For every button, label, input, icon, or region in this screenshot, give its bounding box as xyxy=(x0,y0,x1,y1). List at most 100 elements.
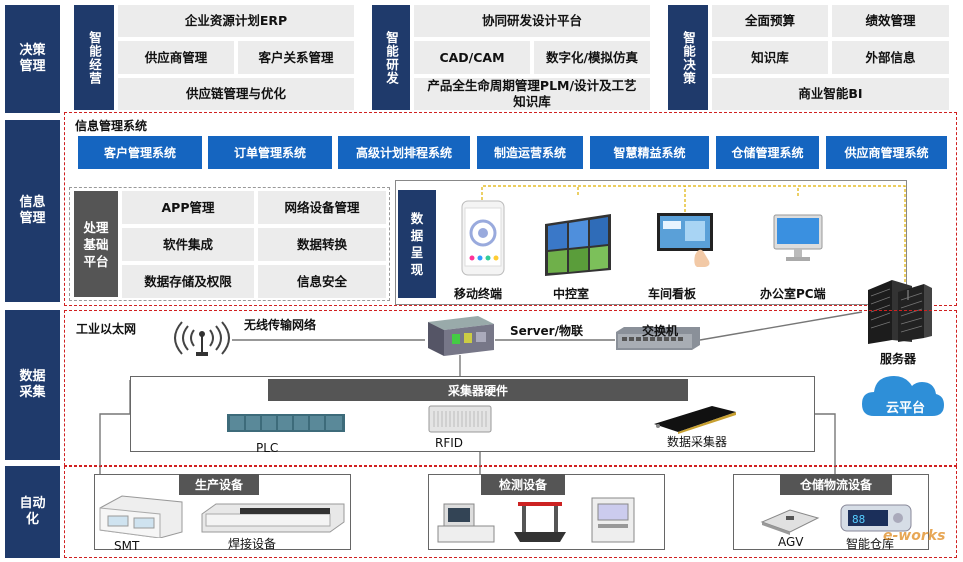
supplier-mgmt-label: 供应商管理 xyxy=(144,49,208,65)
production-title-label: 生产设备 xyxy=(194,478,243,492)
platform-frame xyxy=(69,187,390,301)
svg-text:88: 88 xyxy=(852,513,865,526)
layer-auto: 自动化 xyxy=(5,466,60,558)
network-switch-icon xyxy=(616,327,700,350)
external-info-box: 外部信息 xyxy=(832,41,949,74)
agv-label: AGV xyxy=(778,535,804,549)
erp-box: 企业资源计划ERP xyxy=(118,5,354,37)
plm-box: 产品全生命周期管理PLM/设计及工艺知识库 xyxy=(414,78,650,110)
layer-info-label: 信息管理 xyxy=(19,195,46,226)
group-intelligent-decision: 智能决策 xyxy=(668,5,708,110)
net-device-box: 网络设备管理 xyxy=(258,191,386,224)
cadcam-label: CAD/CAM xyxy=(439,49,505,65)
sys-order: 订单管理系统 xyxy=(208,136,332,169)
display-title-label: 数据呈现 xyxy=(410,211,424,277)
performance-label: 绩效管理 xyxy=(865,13,916,28)
mobile-terminal-icon xyxy=(461,200,505,276)
welding-equipment-icon xyxy=(201,503,345,533)
sys-wms: 仓储管理系统 xyxy=(716,136,819,169)
app-mgmt-box: APP管理 xyxy=(122,191,254,224)
data-storage-label: 数据存储及权限 xyxy=(144,273,232,289)
server-iot-label: Server/物联 xyxy=(510,324,583,338)
budget-label: 全面预算 xyxy=(744,13,795,28)
scm-label: 供应链管理与优化 xyxy=(185,86,286,101)
simulation-box: 数字化/模拟仿真 xyxy=(534,41,650,74)
info-layer-frame xyxy=(64,112,957,306)
mobile-terminal-label: 移动终端 xyxy=(454,287,503,301)
watermark: e-works xyxy=(883,528,946,544)
inspection-machine-3-icon xyxy=(591,497,635,543)
wireless-network-label: 无线传输网络 xyxy=(244,318,317,332)
sys-lean: 智慧精益系统 xyxy=(590,136,709,169)
data-conversion-label: 数据转换 xyxy=(296,236,347,252)
sys-aps-label: 高级计划排程系统 xyxy=(355,146,452,160)
industrial-ethernet-label: 工业以太网 xyxy=(76,322,137,336)
plc-label: PLC xyxy=(256,441,279,455)
office-pc-icon xyxy=(773,214,823,261)
collector-hardware-title: 采集器硬件 xyxy=(268,379,688,401)
sys-mom: 制造运营系统 xyxy=(477,136,583,169)
switch-label: 交换机 xyxy=(642,324,679,338)
control-room-label: 中控室 xyxy=(553,287,590,301)
platform-title: 处理基础平台 xyxy=(74,191,118,297)
plm-label: 产品全生命周期管理PLM/设计及工艺知识库 xyxy=(427,78,637,109)
plc-icon xyxy=(227,414,345,432)
smart-warehouse-label: 智能仓库 xyxy=(846,537,895,551)
group-intelligent-operation: 智能经营 xyxy=(74,5,114,110)
server-label: 服务器 xyxy=(880,352,917,366)
office-pc-label: 办公室PC端 xyxy=(760,287,826,301)
performance-box: 绩效管理 xyxy=(832,5,949,37)
app-mgmt-label: APP管理 xyxy=(161,199,215,215)
data-storage-box: 数据存储及权限 xyxy=(122,265,254,298)
auto-layer-frame xyxy=(64,466,957,558)
production-title: 生产设备 xyxy=(179,474,259,495)
data-layer-frame xyxy=(64,310,957,466)
bi-box: 商业智能BI xyxy=(712,78,949,110)
budget-box: 全面预算 xyxy=(712,5,828,37)
cloud-platform-icon xyxy=(862,376,944,416)
logistics-title: 仓储物流设备 xyxy=(780,474,892,495)
platform-title-label: 处理基础平台 xyxy=(83,219,109,269)
data-collector-icon xyxy=(654,406,736,434)
knowledge-label: 知识库 xyxy=(751,49,789,65)
layer-data-label: 数据采集 xyxy=(19,369,46,400)
sys-wms-label: 仓储管理系统 xyxy=(731,146,804,160)
server-icon xyxy=(868,280,932,344)
crm-label: 客户关系管理 xyxy=(258,49,334,65)
scm-box: 供应链管理与优化 xyxy=(118,78,354,110)
net-device-label: 网络设备管理 xyxy=(284,199,360,215)
display-title: 数据呈现 xyxy=(398,190,436,298)
cadcam-box: CAD/CAM xyxy=(414,41,530,74)
workshop-board-label: 车间看板 xyxy=(648,287,697,301)
group-intelligent-decision-label: 智能决策 xyxy=(681,30,696,85)
group-intelligent-operation-label: 智能经营 xyxy=(87,30,102,85)
collab-rd-box: 协同研发设计平台 xyxy=(414,5,650,37)
bi-label: 商业智能BI xyxy=(798,86,863,101)
data-collector-label: 数据采集器 xyxy=(667,435,728,449)
software-integration-label: 软件集成 xyxy=(162,236,213,252)
software-integration-box: 软件集成 xyxy=(122,228,254,261)
display-frame xyxy=(395,180,907,305)
erp-label: 企业资源计划ERP xyxy=(184,13,288,28)
inspection-machine-2-icon xyxy=(514,502,566,542)
sys-aps: 高级计划排程系统 xyxy=(338,136,470,169)
rfid-icon xyxy=(428,405,492,433)
sys-lean-label: 智慧精益系统 xyxy=(613,146,686,160)
smart-warehouse-icon: 88 xyxy=(840,504,912,532)
wireless-antenna-icon xyxy=(174,321,230,356)
sys-mom-label: 制造运营系统 xyxy=(493,146,566,160)
sys-srm: 供应商管理系统 xyxy=(826,136,947,169)
group-intelligent-rd: 智能研发 xyxy=(372,5,410,110)
smt-machine-icon xyxy=(99,495,183,538)
layer-decision: 决策管理 xyxy=(5,5,60,113)
sys-srm-label: 供应商管理系统 xyxy=(844,146,929,160)
layer-decision-label: 决策管理 xyxy=(19,43,46,74)
info-security-label: 信息安全 xyxy=(296,273,347,289)
layer-info: 信息管理 xyxy=(5,120,60,302)
layer-data: 数据采集 xyxy=(5,310,60,460)
control-room-icon xyxy=(545,214,611,276)
info-systems-title: 信息管理系统 xyxy=(75,119,148,133)
layer-auto-label: 自动化 xyxy=(19,496,46,527)
supplier-mgmt-box: 供应商管理 xyxy=(118,41,234,74)
